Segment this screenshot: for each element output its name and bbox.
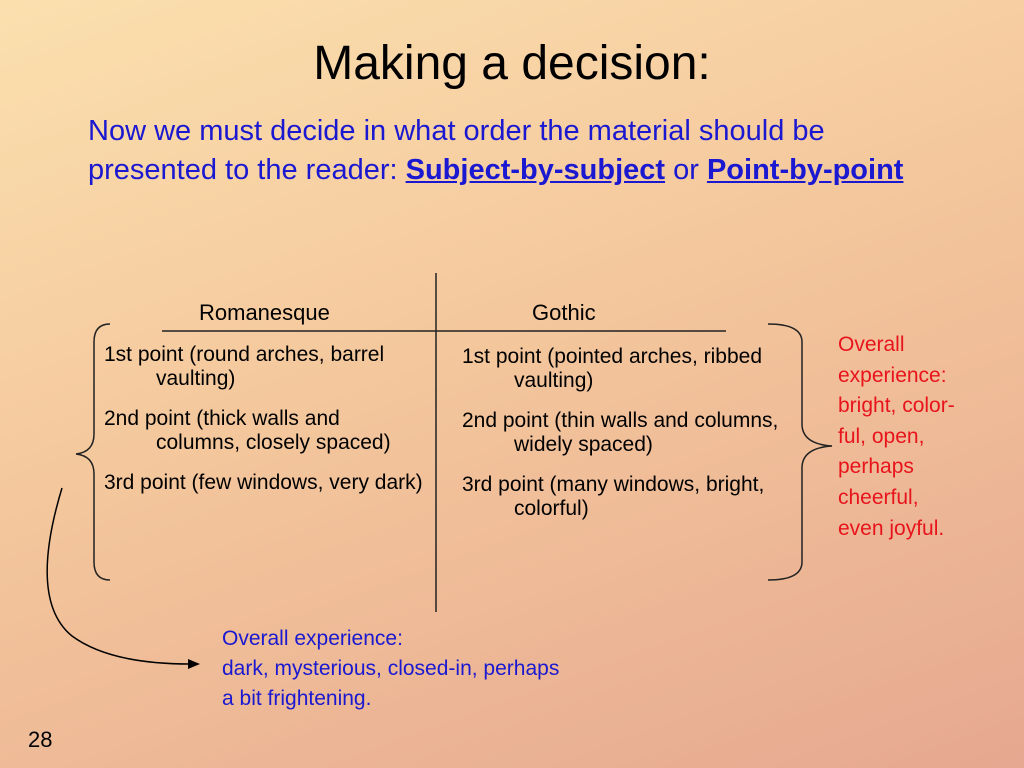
left-brace [75,323,111,581]
romanesque-points: 1st point (round arches, barrel vaulting… [104,343,424,511]
curved-arrow [46,487,191,665]
romanesque-summary-line: dark, mysterious, closed-in, perhaps [222,657,560,680]
gothic-point-3: 3rd point (many windows, bright, colorfu… [462,473,765,520]
gothic-summary-line: perhaps [838,455,914,479]
subject-by-subject-term: Subject-by-subject [405,154,666,186]
gothic-summary-line: Overall [838,333,905,356]
romanesque-point-3: 3rd point (few windows, very dark) [104,471,423,494]
gothic-points: 1st point (pointed arches, ribbed vaulti… [462,345,802,537]
romanesque-point-2: 2nd point (thick walls and columns, clos… [104,407,391,454]
romanesque-point-1: 1st point (round arches, barrel vaulting… [104,343,385,390]
intro-connector: or [665,154,707,186]
gothic-summary-line: even joyful. [838,516,945,540]
gothic-overall-experience: Overall experience: bright, color- ful, … [838,330,1008,544]
point-by-point-term: Point-by-point [706,154,904,186]
romanesque-overall-experience: Overall experience: dark, mysterious, cl… [222,624,682,714]
romanesque-summary-line: Overall experience: [222,627,403,650]
page-number: 28 [28,727,53,752]
gothic-header: Gothic [532,300,596,325]
intro-lead: Now we must decide in what order the mat… [88,115,825,186]
gothic-summary-line: experience: [838,363,947,387]
romanesque-header: Romanesque [199,300,330,325]
right-brace [767,323,833,581]
gothic-summary-line: cheerful, [838,485,919,509]
gothic-summary-line: bright, color- [838,394,955,418]
gothic-point-1: 1st point (pointed arches, ribbed vaulti… [462,345,763,392]
intro-text: Now we must decide in what order the mat… [88,112,928,190]
arrow-head [188,659,200,669]
romanesque-summary-line: a bit frightening. [222,687,372,710]
gothic-summary-line: ful, open, [838,424,925,448]
slide-title: Making a decision: [313,37,711,90]
gothic-point-2: 2nd point (thin walls and columns, widel… [462,409,779,456]
